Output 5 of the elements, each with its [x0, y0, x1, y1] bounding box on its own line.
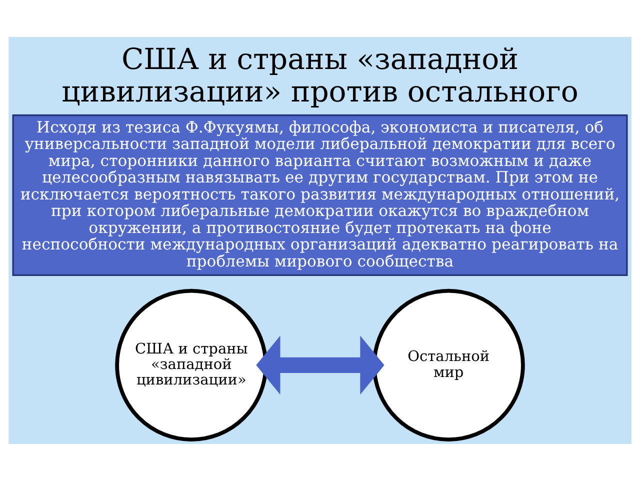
- arrow: [256, 335, 384, 394]
- node-circle: Остальной мир: [372, 288, 525, 441]
- node-circle: США и страны «западной цивилизации»: [115, 288, 268, 441]
- diagram-title: США и страны «западной цивилизации» против остального: [62, 42, 578, 108]
- node-box: Исходя из тезиса Ф.Фукуямы, философа, экономиста и писателя, об универсальности западной модели либеральной демократии для всего мира, сторонники данного варианта считают возможным и даже целесообразным навязывать ее другим государствам. При этом не исключается вероятность такого развития международных отношений, при котором либеральные демократии окажутся во враждебном окружении, а противостояние будет протекать на фоне неспособности международных организаций адекватно реагировать на проблемы мирового сообщества: [12, 114, 628, 276]
